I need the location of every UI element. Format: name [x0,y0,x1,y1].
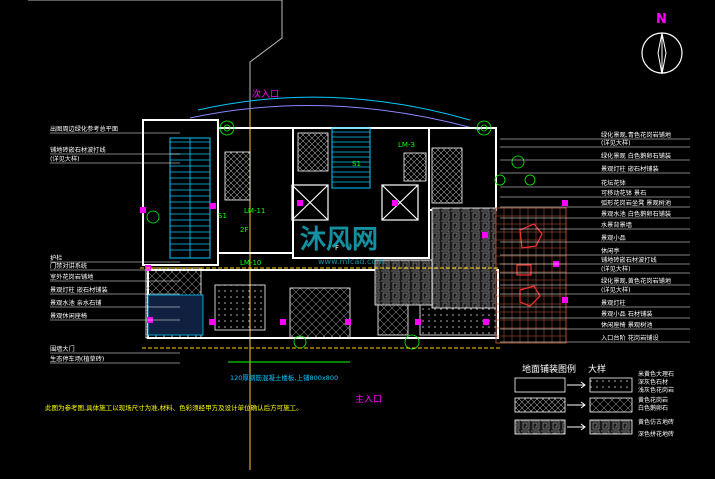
left-leader-lines [50,132,180,364]
right-note: 绿化景观 白色鹅卵石铺装 [601,152,671,160]
left-note: 围墙大门 [50,345,75,353]
right-leader-lines [500,138,690,343]
main-entrance-label: 主入口 [355,393,382,405]
right-note: 铺地砖嵌石材波打线 [601,256,657,264]
right-note: 景观小品 [601,234,626,242]
dashed-lines [140,267,500,363]
right-note: 休闲座椅 景观树池 [601,321,652,329]
watermark-url: www.mfcad.com [318,257,384,266]
left-note: 景观灯柱 嵌石材铺装 [50,286,108,294]
right-note: 休闲亭 [601,247,620,255]
watermark-text: 沐风网 [300,225,378,255]
right-note: (详见大样) [601,286,631,294]
right-note: 花坛花钵 [601,179,627,187]
secondary-entrance-label: 次入口 [252,88,279,100]
right-note: (详见大样) [601,139,631,147]
legend-arrow [567,381,586,389]
right-note: 弧形花岗岩坐凳 景观树池 [601,199,671,207]
left-note: 铺地砖嵌石材波打线 [50,146,106,154]
left-note: 生态停车场(植草砖) [50,355,104,363]
legend-title: 地面铺装图例 [522,363,576,375]
s1-label: S1 [218,212,227,220]
north-compass [641,32,683,75]
left-note: 护栏 [50,254,62,262]
dimension-note: 120厚钢筋混凝土楼板,上铺800x800 [230,373,338,382]
legend-item-label: 深色拼花地砖 [638,430,674,438]
right-note: 入口台阶 花岗岩铺设 [601,334,659,342]
right-note: 景观灯柱 嵌石材铺装 [601,165,659,173]
legend-arrow [567,401,586,409]
right-note: 景观小品 石材铺装 [601,310,652,318]
left-note: 景观休闲座椅 [50,312,87,320]
north-label: N [656,12,667,27]
left-note: 出图周边绿化参考总平面 [50,125,118,133]
legend-arrow [567,423,586,431]
right-note: 绿化景观,青色花岗岩铺地 [601,131,671,139]
lm-10-label: LM-10 [240,259,261,267]
zone-2f-label: 2F [240,226,248,234]
right-note: 绿化景观,黄色花岗岩铺地 [601,277,671,285]
left-note: 景观水池 亲水石铺 [50,299,101,307]
right-note: 景观灯柱 [601,299,626,307]
right-note: 景观水池 白色鹅卵石铺装 [601,210,671,218]
bottom-note: 此图为参考图,具体施工以现场尺寸为准,材料、色彩须经甲方及设计单位确认后方可施工… [45,403,303,412]
legend-item-label: 深灰色石材 [638,378,668,386]
right-note: 可移动花钵 景石 [601,189,646,197]
left-note: 门禁对讲系统 [50,262,87,270]
legend-item-label: 白色鹅卵石 [638,404,668,412]
right-note: (详见大样) [601,265,631,273]
f-label: F [335,244,339,252]
left-staircase [169,137,211,259]
legend-item-label: 黄色仿古地砖 [638,418,674,426]
lm-3-label: LM-3 [398,141,415,149]
site-boundary [28,0,481,470]
s1b-label: S1 [352,160,361,168]
left-note: 室外花岗岩铺地 [50,273,93,281]
center-staircase [331,127,371,189]
legend-item-label: 米黄色大理石 [638,370,674,378]
landscape-elements [516,223,543,307]
legend: 地面铺装图例 大样 米黄色大理石深灰色石材浅灰色花岗岩黄色花岗岩白色鹅卵石黄色仿… [514,363,674,438]
left-note: (详见大样) [50,155,80,163]
lm-11-label: LM-11 [244,207,265,215]
legend-title-detail: 大样 [588,363,606,375]
legend-item-label: 浅灰色花岗岩 [638,386,674,394]
right-note: 水景背景墙 [601,221,632,229]
legend-item-label: 黄色花岗岩 [638,396,668,404]
elevator-shafts [291,184,419,221]
floor-patterns [145,132,567,344]
